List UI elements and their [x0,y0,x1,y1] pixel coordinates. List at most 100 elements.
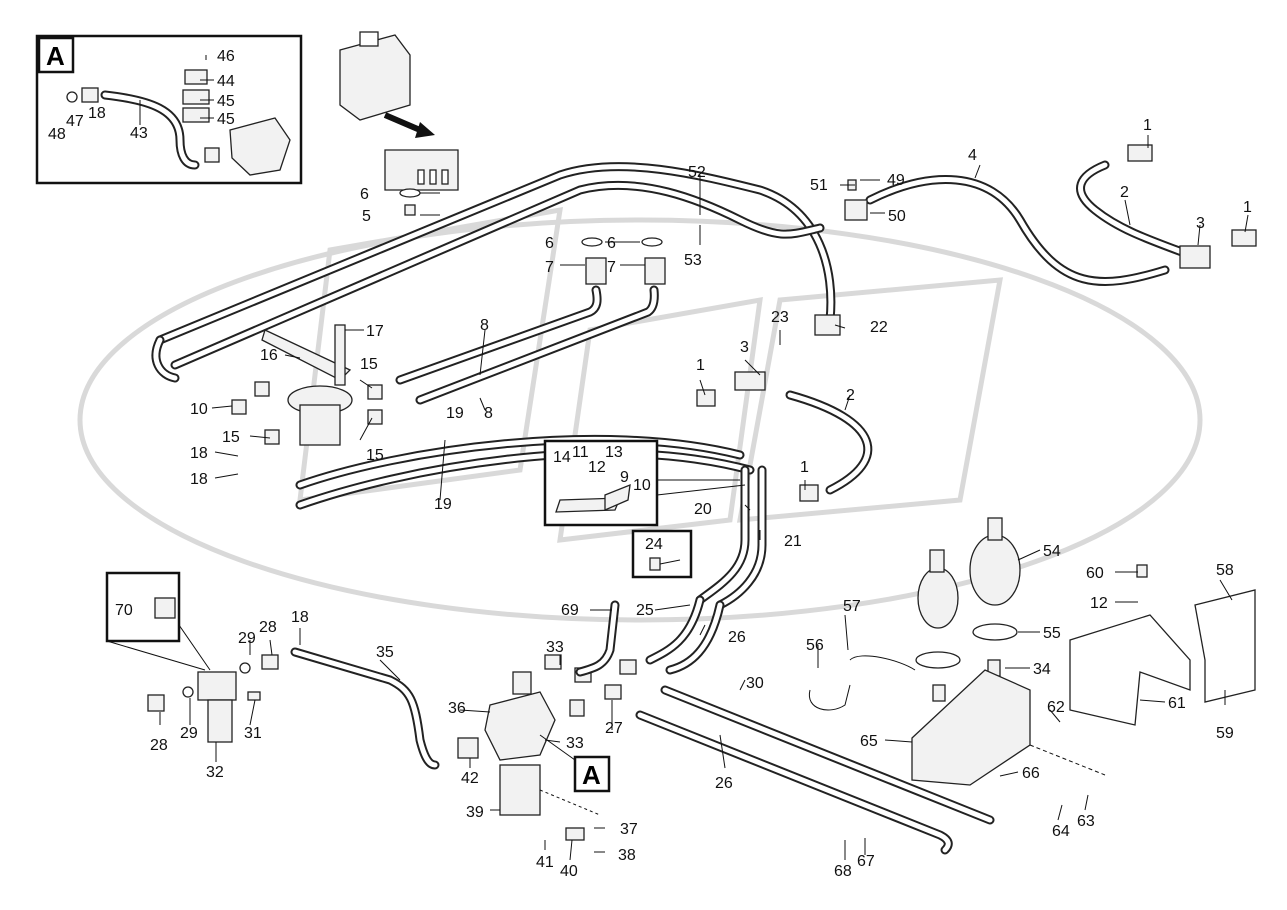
detail-a-inset: A [35,34,303,185]
label-45: 45 [217,111,235,128]
hoses-8 [395,237,666,405]
valve-block [457,654,637,841]
label-24: 24 [645,536,663,553]
label-3: 3 [1196,215,1205,232]
label-15: 15 [366,447,384,464]
label-41: 41 [536,854,554,871]
label-58: 58 [1216,562,1234,579]
label-12: 12 [588,459,606,476]
label-65: 65 [860,733,878,750]
callout-a: A [539,734,611,793]
label-69: 69 [561,602,579,619]
label-26: 26 [728,629,746,646]
label-5: 5 [362,208,371,225]
label-19: 19 [434,496,452,513]
cover-plates [1069,564,1256,726]
label-33: 33 [566,735,584,752]
label-8: 8 [484,405,493,422]
label-68: 68 [834,863,852,880]
filter-assembly [105,571,279,743]
label-4: 4 [968,147,977,164]
label-29: 29 [180,725,198,742]
label-6: 6 [545,235,554,252]
label-19: 19 [446,405,464,422]
hose-4 [844,144,1257,286]
label-55: 55 [1043,625,1061,642]
label-52: 52 [688,164,706,181]
label-30: 30 [746,675,764,692]
label-45: 45 [217,93,235,110]
label-46: 46 [217,48,235,65]
label-16: 16 [260,347,278,364]
callout-a-ref: A [582,760,601,790]
hoses-52-53 [151,162,836,383]
label-20: 20 [694,501,712,518]
label-22: 22 [870,319,888,336]
label-23: 23 [771,309,789,326]
label-29: 29 [238,630,256,647]
pipes-20-21 [645,465,767,675]
label-54: 54 [1043,543,1061,560]
label-10: 10 [633,477,651,494]
leader-lines [139,55,1249,861]
hose-69 [575,600,620,677]
label-7: 7 [545,259,554,276]
hoses-19 [295,314,873,510]
label-66: 66 [1022,765,1040,782]
detail-a-title: A [46,41,65,71]
label-39: 39 [466,804,484,821]
label-15: 15 [360,356,378,373]
label-6: 6 [607,235,616,252]
label-13: 13 [605,444,623,461]
label-32: 32 [206,764,224,781]
label-25: 25 [636,602,654,619]
label-34: 34 [1033,661,1051,678]
label-40: 40 [560,863,578,880]
label-59: 59 [1216,725,1234,742]
label-36: 36 [448,700,466,717]
label-49: 49 [887,172,905,189]
label-67: 67 [857,853,875,870]
label-37: 37 [620,821,638,838]
label-18: 18 [88,105,106,122]
label-1: 1 [696,357,705,374]
label-50: 50 [888,208,906,225]
label-61: 61 [1168,695,1186,712]
label-53: 53 [684,252,702,269]
part-labels: 46 44 45 45 48 47 18 43 6 5 6 7 6 7 52 5… [48,48,1252,880]
label-15: 15 [222,429,240,446]
label-48: 48 [48,126,66,143]
hoses-26-30 [635,685,995,855]
label-12: 12 [1090,595,1108,612]
clamps-56 [808,655,916,711]
label-14: 14 [553,449,571,466]
label-9: 9 [620,469,629,486]
label-60: 60 [1086,565,1104,582]
label-62: 62 [1047,699,1065,716]
label-27: 27 [605,720,623,737]
label-3: 3 [740,339,749,356]
label-64: 64 [1052,823,1070,840]
label-28: 28 [259,619,277,636]
label-42: 42 [461,770,479,787]
label-2: 2 [1120,184,1129,201]
label-21: 21 [784,533,802,550]
label-33: 33 [546,639,564,656]
label-7: 7 [607,259,616,276]
label-18: 18 [190,471,208,488]
label-8: 8 [480,317,489,334]
label-10: 10 [190,401,208,418]
label-28: 28 [150,737,168,754]
label-38: 38 [618,847,636,864]
label-2: 2 [846,387,855,404]
label-63: 63 [1077,813,1095,830]
label-6: 6 [360,186,369,203]
label-44: 44 [217,73,235,90]
label-1: 1 [800,459,809,476]
label-35: 35 [376,644,394,661]
label-11: 11 [572,444,589,461]
label-56: 56 [806,637,824,654]
label-18: 18 [190,445,208,462]
accumulators [915,517,1021,702]
